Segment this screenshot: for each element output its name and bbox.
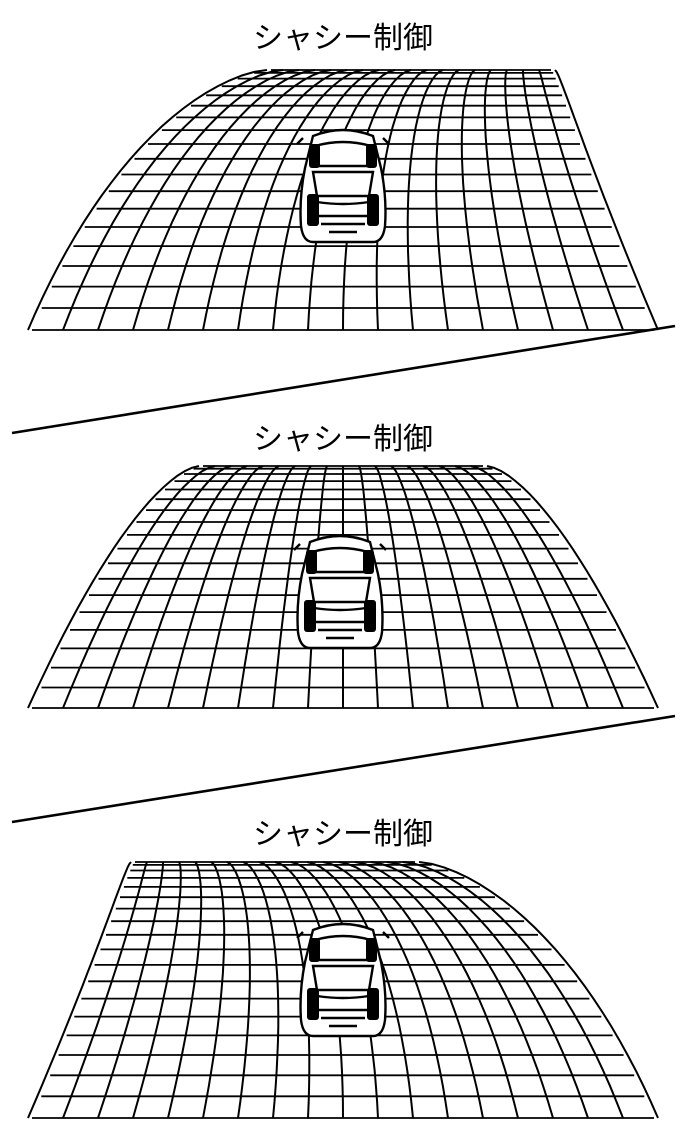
grid-longitudinal-line	[538, 69, 624, 331]
grid-longitudinal-line	[27, 861, 132, 1119]
grid-longitudinal-line	[202, 861, 226, 1119]
grid-longitudinal-line	[62, 69, 284, 331]
divider-2	[11, 714, 676, 824]
grid-longitudinal-line	[167, 465, 264, 709]
grid-longitudinal-line	[422, 465, 519, 709]
panel-1-car-icon	[296, 128, 390, 244]
panel-1-title: シャシー制御	[253, 21, 433, 56]
grid-longitudinal-line	[435, 69, 460, 331]
grid-longitudinal-line	[167, 861, 203, 1119]
panel-3-title: シャシー制御	[253, 817, 433, 852]
panel-3-car-icon	[296, 922, 390, 1038]
grid-longitudinal-line	[418, 861, 659, 1119]
grid-longitudinal-line	[132, 69, 316, 331]
grid-longitudinal-line	[27, 69, 268, 331]
grid-longitudinal-line	[522, 70, 589, 331]
grid-longitudinal-line	[97, 862, 164, 1119]
grid-longitudinal-line	[460, 69, 484, 331]
panel-3: シャシー制御	[27, 817, 659, 1119]
grid-longitudinal-line	[242, 861, 280, 1119]
grid-longitudinal-line	[370, 861, 554, 1119]
panel-2-title: シャシー制御	[253, 422, 433, 457]
panel-2-car-icon	[293, 534, 387, 650]
grid-longitudinal-line	[406, 69, 444, 331]
divider-1	[11, 324, 676, 435]
panel-2: シャシー制御	[27, 422, 659, 709]
grid-longitudinal-line	[554, 69, 659, 331]
grid-longitudinal-line	[27, 465, 200, 709]
grid-longitudinal-line	[483, 69, 519, 331]
grid-longitudinal-line	[226, 861, 251, 1119]
grid-longitudinal-line	[402, 861, 624, 1119]
grid-longitudinal-line	[132, 861, 182, 1119]
grid-longitudinal-line	[486, 465, 659, 709]
panel-1: シャシー制御	[27, 21, 659, 331]
grid-longitudinal-line	[62, 861, 148, 1119]
grid-longitudinal-line	[504, 69, 554, 331]
